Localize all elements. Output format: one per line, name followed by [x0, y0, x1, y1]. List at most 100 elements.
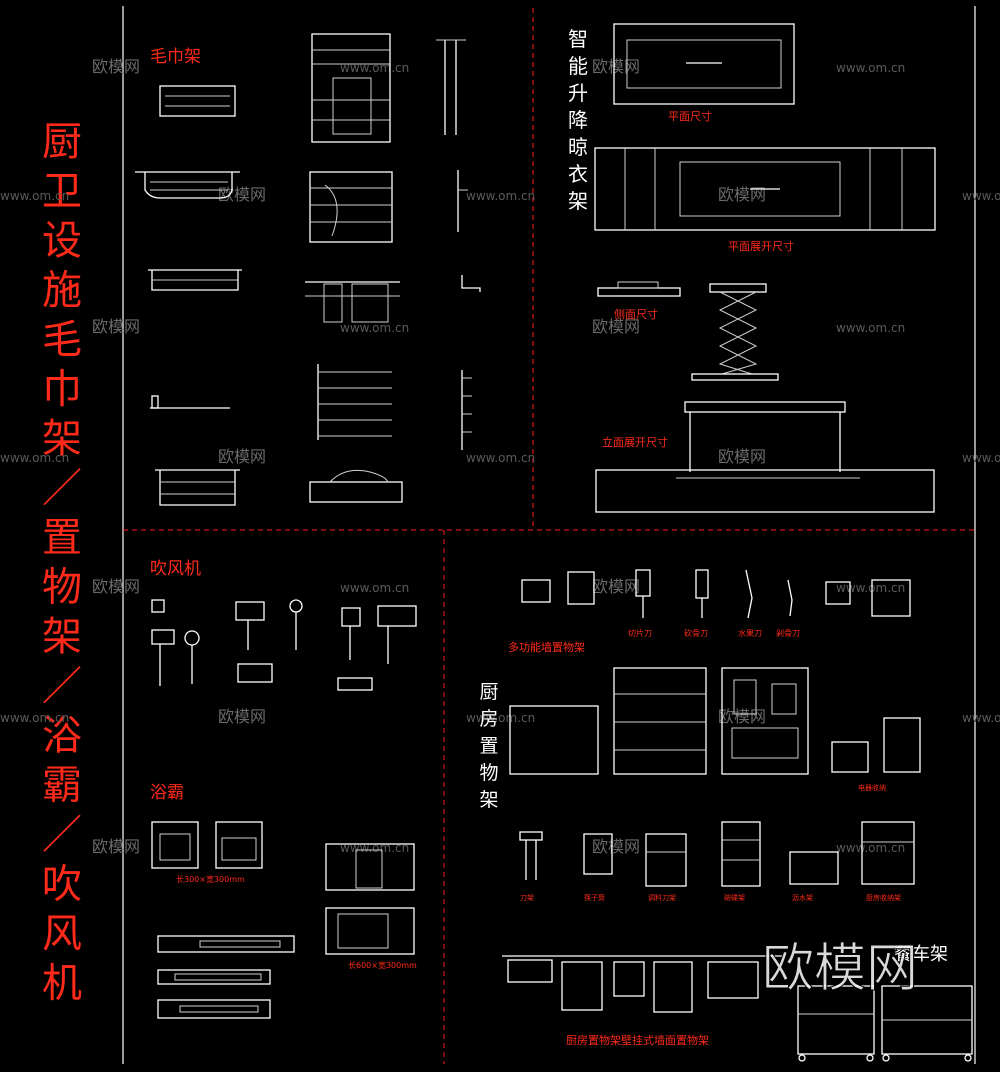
kitchen-rack-drawing	[509, 705, 599, 775]
hair-dryer-drawing	[151, 599, 175, 686]
url-watermark: www.om.cn	[0, 711, 69, 725]
brand-logo-watermark: 欧模网	[762, 939, 918, 999]
bath-heater-strip-drawing	[157, 969, 271, 985]
knife-drawing	[787, 579, 793, 617]
kitchen-rack-drawings	[509, 667, 921, 887]
url-watermark: www.om.cn	[962, 451, 1000, 465]
small-rack-label: 沥水架	[792, 893, 813, 902]
kitchen-shelf-drawings	[521, 569, 911, 619]
kitchen-shelf-title: 厨房置物架	[479, 681, 498, 811]
wall-shelf-drawing	[521, 571, 595, 605]
hair-dryer-title: 吹风机	[150, 559, 201, 579]
wall-mounted-shelf-label: 厨房置物架壁挂式墙面置物架	[566, 1033, 709, 1047]
url-watermark: www.om.cn	[340, 321, 409, 335]
url-watermark: www.om.cn	[836, 841, 905, 855]
small-rack-label: 刀架	[520, 894, 534, 902]
brand-watermark: 欧模网	[592, 577, 640, 596]
brand-watermark: 欧模网	[718, 447, 766, 466]
bath-heater-panel-drawing	[325, 843, 415, 891]
small-rack-drawing	[861, 821, 915, 885]
vertical-towel-bar-drawing	[436, 39, 466, 135]
brand-watermark: 欧模网	[218, 707, 266, 726]
bath-heater-strip-drawing	[157, 935, 295, 953]
brand-watermark: 欧模网	[592, 837, 640, 856]
url-watermark: www.om.cn	[836, 61, 905, 75]
brand-watermark: 欧模网	[718, 707, 766, 726]
small-rack-drawing	[721, 821, 761, 887]
towel-ladder-drawing	[309, 171, 393, 243]
kitchen-cart-label: 餐车架	[894, 944, 948, 965]
bath-heater-drawings: 长300×宽300mm 长600×宽300mm	[151, 821, 417, 1019]
brand-watermark: 欧模网	[592, 57, 640, 76]
wall-shelf-label: 多功能墙置物架	[508, 640, 585, 654]
small-rack-label: 厨房收纳架	[866, 893, 901, 902]
hair-dryer-holder-drawing	[237, 663, 273, 683]
url-watermark: www.om.cn	[962, 189, 1000, 203]
url-watermark: www.om.cn	[836, 321, 905, 335]
heated-towel-rack-drawing	[311, 33, 391, 143]
lifting-rack-elevation	[595, 401, 935, 513]
lifting-rack-plan	[613, 23, 795, 105]
brand-watermark: 欧模网	[92, 57, 140, 76]
knife-label: 水果刀	[738, 628, 762, 638]
lifting-rack-plan-unfolded	[594, 147, 936, 231]
towel-rack-drawing	[148, 269, 242, 291]
towel-rack-title: 毛巾架	[150, 47, 201, 67]
small-rack-label: 电器收纳	[858, 783, 886, 792]
hair-dryer-drawing	[235, 599, 303, 650]
sheet-frame	[122, 6, 976, 1064]
towel-tray-drawing	[309, 469, 403, 503]
wall-mounted-shelf-drawing	[502, 955, 782, 1013]
brand-watermark: 欧模网	[92, 317, 140, 336]
lifting-rack-drawings: 平面尺寸 平面展开尺寸 侧面尺寸 立面展开尺寸	[594, 23, 936, 513]
brand-watermark: 欧模网	[592, 317, 640, 336]
url-watermark: www.om.cn	[962, 711, 1000, 725]
plan-label: 平面尺寸	[668, 109, 712, 123]
watermark-layer: 欧模网欧模网欧模网欧模网欧模网欧模网欧模网欧模网欧模网欧模网欧模网欧模网欧模网欧…	[0, 57, 1000, 856]
bath-heater-dim-300: 长300×宽300mm	[176, 874, 245, 884]
heated-towel-rail-drawing	[317, 364, 392, 440]
towel-rack-drawing	[159, 85, 236, 117]
plan-unfolded-label: 平面展开尺寸	[728, 239, 794, 253]
small-rack-labels: 刀架 筷子筒 调料刀架 碗碟架 沥水架 厨房收纳架 电器收纳	[520, 783, 901, 902]
url-watermark: www.om.cn	[340, 581, 409, 595]
elevation-unfolded-label: 立面展开尺寸	[602, 435, 668, 449]
url-watermark: www.om.cn	[0, 189, 69, 203]
hook-strip-drawing	[461, 370, 472, 450]
brand-watermark: 欧模网	[92, 837, 140, 856]
knife-labels: 切片刀砍骨刀水果刀剁骨刀	[628, 628, 800, 638]
towel-bar-with-towels-drawing	[305, 281, 400, 323]
side-label: 侧面尺寸	[614, 307, 658, 321]
towel-rack-drawing	[135, 171, 240, 199]
towel-rack-drawings	[135, 33, 481, 506]
url-watermark: www.om.cn	[466, 451, 535, 465]
kitchen-cart-drawing	[797, 985, 973, 1062]
url-watermark: www.om.cn	[340, 841, 409, 855]
url-watermark: www.om.cn	[0, 451, 69, 465]
knife-drawing	[745, 569, 753, 619]
small-rack-label: 筷子筒	[584, 893, 605, 902]
url-watermark: www.om.cn	[466, 189, 535, 203]
bath-heater-dim-600: 长600×宽300mm	[348, 960, 417, 970]
small-rack-label: 碗碟架	[724, 893, 745, 902]
brand-watermark: 欧模网	[718, 185, 766, 204]
brand-watermark: 欧模网	[92, 577, 140, 596]
wall-dryer-drawing	[337, 605, 417, 691]
small-rack-label: 调料刀架	[648, 893, 676, 902]
small-rack-drawing	[789, 851, 839, 885]
kitchen-rack-drawing	[613, 667, 707, 775]
kitchen-rack-drawing	[721, 667, 809, 775]
bath-heater-drawing	[151, 821, 263, 869]
knife-label: 砍骨刀	[684, 628, 708, 638]
bath-heater-title: 浴霸	[150, 783, 184, 803]
scissor-lift-drawing	[691, 283, 779, 381]
towel-bar-drawing	[150, 395, 230, 409]
bath-heater-panel-drawing	[325, 907, 415, 955]
hair-dryer-drawing	[184, 630, 200, 684]
url-watermark: www.om.cn	[340, 61, 409, 75]
brand-watermark: 欧模网	[218, 185, 266, 204]
bath-heater-strip-drawing	[157, 999, 271, 1019]
brand-watermark: 欧模网	[218, 447, 266, 466]
knife-label: 剁骨刀	[776, 629, 800, 638]
